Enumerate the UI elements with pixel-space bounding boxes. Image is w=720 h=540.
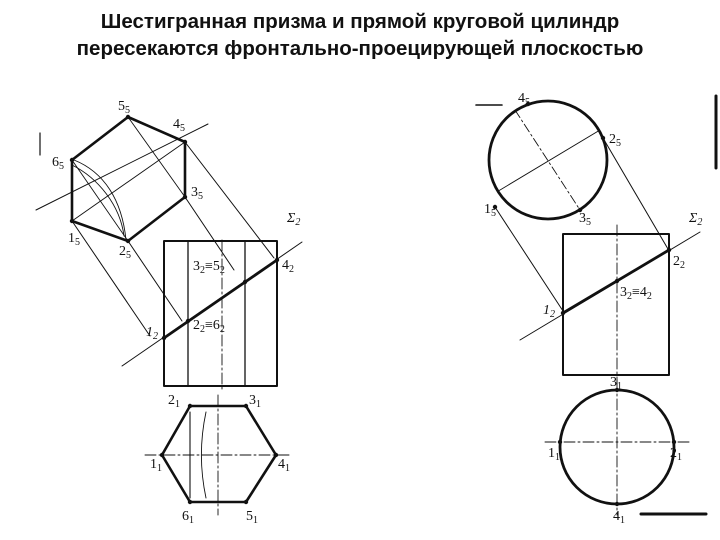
prism-connector-lines bbox=[71, 141, 275, 337]
label-sigma-2-left: Σ2 bbox=[286, 211, 300, 228]
label-3-1: 31 bbox=[249, 393, 261, 410]
cylinder-connector-lines bbox=[494, 137, 669, 312]
cylinder-aux-axis bbox=[489, 117, 607, 203]
label-1-5: 15 bbox=[68, 231, 80, 248]
label-2-5-right: 25 bbox=[609, 132, 621, 149]
label-1-1: 11 bbox=[150, 457, 162, 474]
prism-section-true-size bbox=[35, 115, 209, 243]
label-1-2: 12 bbox=[146, 325, 158, 342]
label-3-2-eq-5-2: 32≡52 bbox=[193, 259, 225, 276]
prism-drawing bbox=[35, 115, 303, 516]
title-line-1: Шестигранная призма и прямой круговой ци… bbox=[100, 10, 620, 33]
label-5-1: 51 bbox=[246, 509, 258, 526]
intersection-points bbox=[69, 101, 677, 507]
label-3-1-right: 31 bbox=[610, 375, 622, 392]
prism-cut-segment bbox=[162, 258, 279, 340]
label-6-1: 61 bbox=[182, 509, 194, 526]
prism-frontal-view bbox=[121, 239, 303, 393]
label-4-1-right: 41 bbox=[613, 509, 625, 526]
label-4-5-right: 45 bbox=[518, 91, 530, 108]
label-6-5: 65 bbox=[52, 155, 64, 172]
label-2-2-right: 22 bbox=[673, 254, 685, 271]
label-sigma-2-right: Σ2 bbox=[688, 211, 702, 228]
label-4-1: 41 bbox=[278, 457, 290, 474]
slide-title: Шестигранная призма и прямой круговой ци… bbox=[0, 8, 720, 62]
label-2-1-right: 21 bbox=[670, 446, 682, 463]
prism-horizontal-view bbox=[144, 394, 293, 516]
label-1-2-right: 12 bbox=[543, 303, 555, 320]
prism-labels: 55 45 65 35 15 25 Σ2 42 32≡52 22≡62 12 2… bbox=[52, 99, 300, 526]
label-4-2: 42 bbox=[282, 258, 294, 275]
title-line-2: пересекаются фронтально-проецирующей пло… bbox=[76, 37, 644, 60]
prism-hatch-lines bbox=[71, 116, 186, 242]
prism-aux-axis bbox=[35, 123, 209, 211]
label-3-5-right: 35 bbox=[579, 211, 591, 228]
label-3-5: 35 bbox=[191, 185, 203, 202]
cylinder-labels: 45 25 15 35 Σ2 22 12 32≡42 31 11 21 41 bbox=[484, 91, 702, 526]
label-2-2-eq-6-2: 22≡62 bbox=[193, 318, 225, 335]
label-1-5-right: 15 bbox=[484, 202, 496, 219]
label-2-1: 21 bbox=[168, 393, 180, 410]
label-3-2-eq-4-2: 32≡42 bbox=[620, 285, 652, 302]
label-4-5: 45 bbox=[173, 117, 185, 134]
label-1-1-right: 11 bbox=[548, 446, 560, 463]
cylinder-section-true-size bbox=[475, 99, 609, 221]
label-5-5: 55 bbox=[118, 99, 130, 116]
label-2-5: 25 bbox=[119, 244, 131, 261]
